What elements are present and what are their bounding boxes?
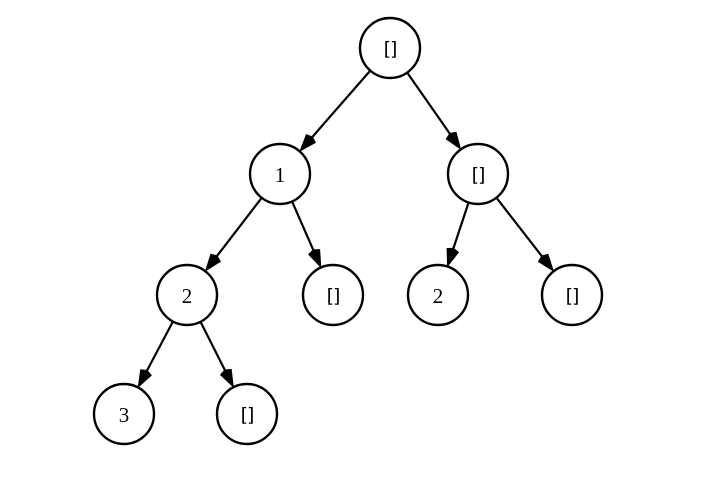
node-circle[interactable] — [301, 263, 365, 327]
tree-edge — [199, 321, 234, 388]
edge-arrowhead-icon — [308, 249, 322, 269]
tree-edge — [299, 69, 372, 153]
tree-edge — [446, 202, 470, 268]
edge-arrowhead-icon — [445, 131, 462, 151]
tree-node[interactable]: 2 — [155, 263, 219, 327]
tree-edge — [204, 197, 263, 272]
node-circle[interactable] — [358, 16, 422, 80]
node-label: 1 — [275, 163, 286, 187]
edge-arrowhead-icon — [204, 253, 221, 272]
edge-line — [214, 197, 263, 259]
tree-node[interactable]: [] — [540, 263, 604, 327]
tree-node[interactable]: 3 — [92, 382, 156, 446]
edge-line — [145, 320, 174, 373]
edge-arrowhead-icon — [446, 247, 460, 268]
node-label: 2 — [433, 284, 444, 308]
tree-edge — [495, 197, 555, 273]
tree-node[interactable]: [] — [215, 382, 279, 446]
edge-line — [495, 197, 545, 259]
tree-node[interactable]: 1 — [248, 142, 312, 206]
tree-node[interactable]: 2 — [406, 263, 470, 327]
edge-line — [451, 202, 470, 251]
node-label: 3 — [119, 403, 130, 427]
node-circle[interactable] — [540, 263, 604, 327]
node-label: [] — [566, 285, 579, 307]
node-circle[interactable] — [92, 382, 156, 446]
edge-line — [291, 201, 316, 253]
node-circle[interactable] — [155, 263, 219, 327]
nodes-layer: [] 1 [] 2 [] 2 [] 3 [] — [92, 16, 604, 446]
edge-arrowhead-icon — [137, 369, 152, 389]
tree-edge — [406, 71, 462, 151]
node-label: [] — [472, 164, 485, 186]
node-circle[interactable] — [406, 263, 470, 327]
node-circle[interactable] — [215, 382, 279, 446]
edge-line — [406, 71, 452, 137]
tree-edge — [137, 320, 174, 389]
edges-layer — [137, 69, 555, 389]
tree-node[interactable]: [] — [301, 263, 365, 327]
node-circle[interactable] — [248, 142, 312, 206]
tree-node[interactable]: [] — [446, 142, 510, 206]
node-label: 2 — [182, 284, 193, 308]
node-circle[interactable] — [446, 142, 510, 206]
edge-arrowhead-icon — [537, 253, 555, 273]
tree-node[interactable]: [] — [358, 16, 422, 80]
node-label: [] — [384, 38, 397, 60]
tree-edge — [291, 201, 322, 269]
edge-line — [310, 69, 372, 140]
edge-line — [199, 321, 227, 373]
node-label: [] — [241, 404, 254, 426]
edge-arrowhead-icon — [219, 368, 234, 388]
edge-arrowhead-icon — [299, 134, 316, 153]
node-label: [] — [327, 285, 340, 307]
